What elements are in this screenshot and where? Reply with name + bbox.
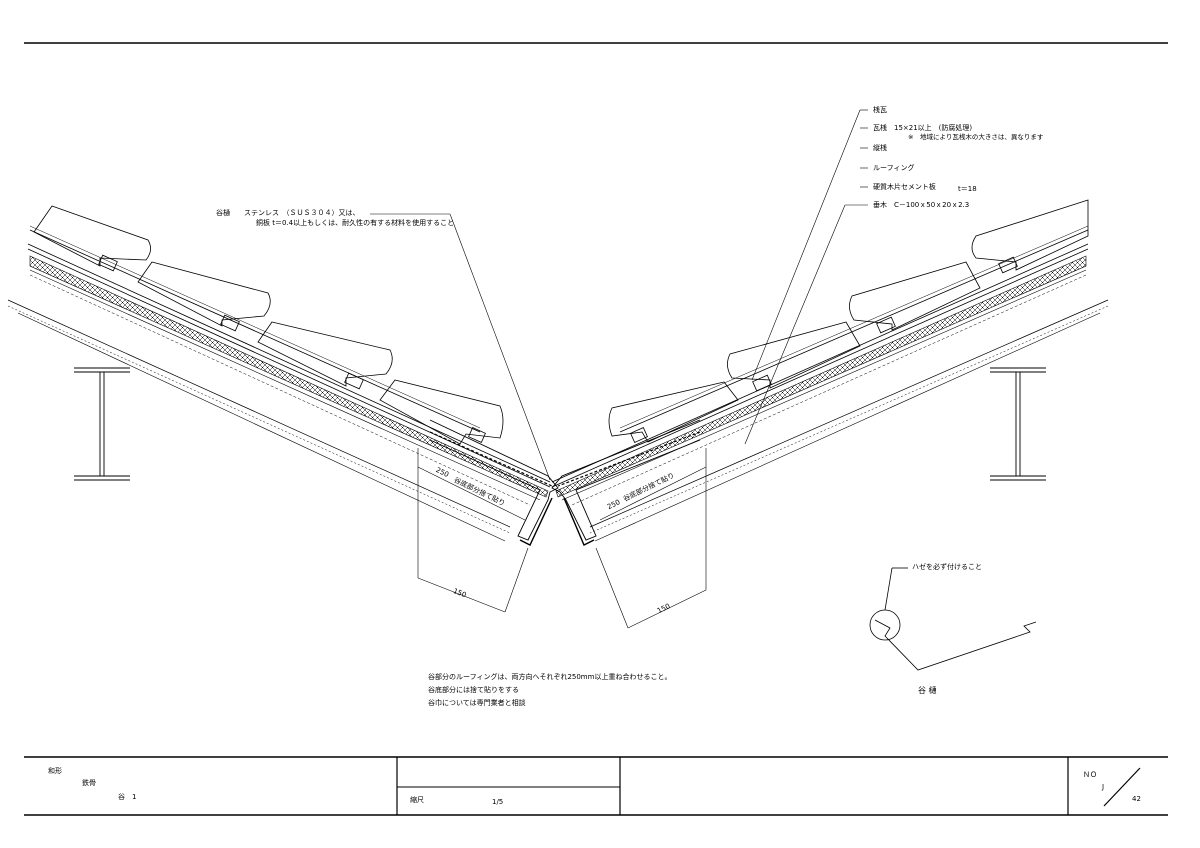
drawing-number: 42 bbox=[1132, 795, 1141, 803]
title-structure: 鉄骨 bbox=[82, 779, 96, 787]
callout-cement-board-thickness: t＝18 bbox=[958, 185, 977, 193]
title-roof-type: 和形 bbox=[48, 767, 62, 775]
callout-tile-batten-note: ※ 地域により瓦桟木の大きさは、異なります bbox=[908, 133, 1044, 141]
leader-lines bbox=[370, 109, 868, 481]
left-cement-board bbox=[29, 255, 549, 498]
gutter-seam-note: ハゼを必ず付けること bbox=[912, 563, 982, 571]
scale-label: 縮尺 bbox=[410, 796, 424, 804]
scale-value: 1/5 bbox=[492, 798, 504, 806]
left-i-beam bbox=[74, 367, 130, 481]
left-dimensions bbox=[417, 448, 529, 613]
callout-rafter: 垂木 C－100ｘ50ｘ20ｘ2.3 bbox=[873, 201, 970, 209]
title-drawing-name: 谷 1 bbox=[118, 793, 137, 801]
drawing-number-letter: J bbox=[1102, 783, 1105, 791]
note-underlay: 谷底部分には捨て貼りをする bbox=[428, 686, 519, 694]
right-i-beam bbox=[990, 367, 1046, 481]
right-cement-board bbox=[555, 255, 1087, 498]
right-valley-gutter bbox=[551, 419, 701, 541]
note-valley-width: 谷巾については専門業者と相談 bbox=[428, 699, 526, 707]
drawing-number-label: ＮＯ bbox=[1083, 771, 1097, 779]
right-dimensions bbox=[595, 448, 707, 629]
callout-valley-gutter: 谷樋 ステンレス （ＳＵＳ３０４）又は、 bbox=[216, 209, 360, 217]
callout-vertical-batten: 縦桟 bbox=[873, 144, 887, 152]
left-roof-assembly bbox=[7, 205, 559, 546]
left-valley-gutter bbox=[429, 419, 559, 541]
note-roofing-overlap: 谷部分のルーフィングは、両方向へそれぞれ250mm以上重ね合わせること。 bbox=[428, 673, 672, 681]
title-block-frame bbox=[24, 756, 1168, 816]
gutter-profile-detail bbox=[869, 567, 1037, 671]
callout-valley-gutter-material: 銅板 t＝0.4以上もしくは、耐久性の有する材料を使用すること bbox=[256, 219, 455, 227]
callout-roofing: ルーフィング bbox=[873, 164, 915, 172]
callout-cement-board: 硬質木片セメント板 bbox=[873, 183, 936, 191]
callout-tile: 桟瓦 bbox=[873, 106, 887, 114]
right-roof-assembly bbox=[551, 199, 1109, 546]
gutter-detail-label: 谷 樋 bbox=[918, 686, 937, 695]
callout-tile-batten: 瓦桟 15×21以上 (防腐処理) bbox=[873, 124, 973, 132]
